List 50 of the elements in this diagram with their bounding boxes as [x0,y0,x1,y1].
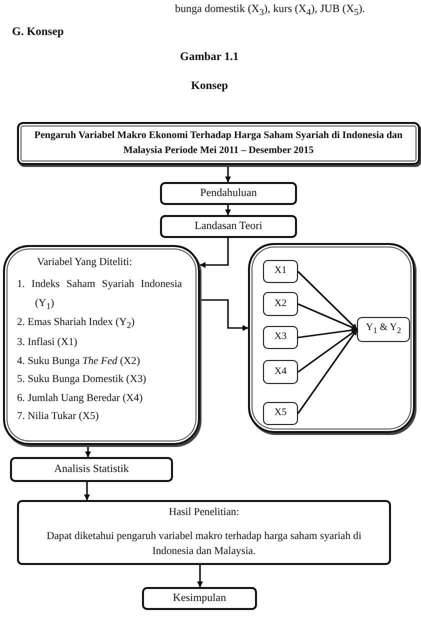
title-box [17,122,420,165]
figure-number: Gambar 1.1 [180,51,239,65]
process-box [17,500,391,565]
list-item: 2. Emas Shariah Index (Y$_{2}$) [17,316,136,333]
arrow [200,238,229,268]
list-item: 3. Inflasi (X1) [17,336,78,350]
list-item: 5. Suku Bunga Domestik (X3) [17,373,148,388]
box-text: X4 [273,364,288,379]
box-text: Dapat diketahui pengaruh variabel makro terhadap harga saham syariah di Indonesia dan Malaysia. [46,530,362,560]
box-text: Kesimpulan [172,590,228,606]
body-text: bunga domestik (X$_{3}$), kurs (X$_{4}$), JUB (X$_{5}$). [175,3,366,18]
arrow [85,445,91,458]
box-text: Pengaruh Variabel Makro Ekonomi Terhadap Harga Saham Syariah di Indonesia dan Malaysia Periode Mei 2011 – Desember 2015 [33,129,404,158]
box-text: X2 [273,296,288,311]
box-text: Landasan Teori [194,218,264,234]
list-item: 4. Suku Bunga The Fed (X2) [17,354,142,369]
container-box [248,243,415,433]
box-text: X1 [273,264,288,278]
arrow [84,482,90,500]
heading-text: Variabel Yang Diteliti: [37,256,134,270]
box-text: X5 [273,406,288,420]
variable-box [263,292,298,316]
process-box [160,215,297,238]
arrow [298,327,358,338]
box-text: X3 [273,330,288,344]
list-item: 6. Jumlah Uang Beredar (X4) [17,392,144,406]
arrow [200,299,248,331]
arrow [197,565,203,588]
variable-list-box [3,245,200,445]
variable-box [263,402,298,425]
variable-box [263,360,298,384]
variable-box [357,317,410,342]
arrow [225,205,231,216]
box-text: Pendahuluan [199,186,258,201]
process-box [10,457,173,482]
figure-title: Konsep [191,80,228,94]
arrow [225,165,231,182]
list-item: 7. Nilia Tukar (X5) [17,410,100,424]
arrow [297,270,358,330]
process-box [160,182,297,205]
section-heading: G. Konsep [12,26,64,40]
process-box [142,587,257,610]
list-item: 1. Indeks Saham Syariah Indonesia (Y$_{1}$) [17,278,182,313]
variable-box [263,326,298,349]
arrow [298,328,358,373]
box-text: Y$_{1}$ & Y$_{2}$ [364,321,402,338]
box-text: Analisis Statistik [53,462,130,477]
arrow [297,329,358,414]
variable-box [263,260,298,283]
heading-text: Hasil Penelitian: [168,506,240,520]
